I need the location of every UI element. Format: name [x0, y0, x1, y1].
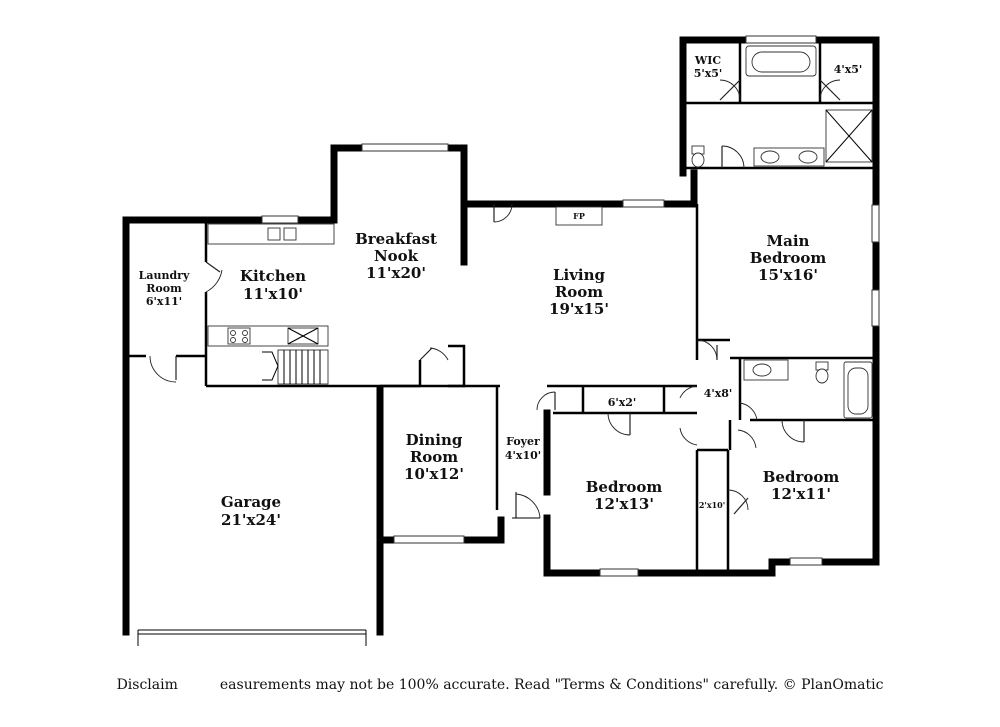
- room-labels: Laundry Room 6'x11' Kitchen 11'x10' Brea…: [139, 54, 863, 529]
- garage-door: [137, 629, 367, 646]
- dining-room-name-1: Dining: [406, 431, 463, 449]
- disclaimer-text-2: easurements may not be 100% accurate. Re…: [219, 677, 884, 693]
- breakfast-nook-size: 11'x20': [366, 264, 426, 282]
- wic-name: WIC: [694, 54, 721, 67]
- breakfast-nook-name-1: Breakfast: [355, 230, 437, 248]
- foyer-name: Foyer: [506, 435, 540, 448]
- kitchen-name: Kitchen: [240, 267, 306, 285]
- doors: [149, 79, 841, 519]
- closet-6x2-size: 6'x2': [608, 396, 637, 409]
- fireplace-label: FP: [573, 211, 585, 221]
- dining-room-size: 10'x12': [404, 465, 464, 483]
- garage-size: 21'x24': [221, 511, 281, 529]
- main-bedroom-name-1: Main: [767, 232, 810, 250]
- bedroom-b-size: 12'x11': [771, 485, 831, 503]
- bedroom-a-name: Bedroom: [586, 478, 663, 496]
- dining-room-name-2: Room: [410, 448, 458, 466]
- disclaimer: Disclaim easurements may not be 100% accu…: [0, 675, 1000, 695]
- foyer-size: 4'x10': [505, 449, 541, 462]
- wic-size: 5'x5': [694, 67, 723, 80]
- closet-4x5-size: 4'x5': [834, 63, 863, 76]
- kitchen-size: 11'x10': [243, 285, 303, 303]
- main-bedroom-size: 15'x16': [758, 266, 818, 284]
- garage-name: Garage: [221, 493, 281, 511]
- windows: [261, 35, 880, 577]
- living-room-name-2: Room: [555, 283, 603, 301]
- living-room-size: 19'x15': [549, 300, 609, 318]
- living-room-name-1: Living: [553, 266, 606, 284]
- laundry-room-name-2: Room: [146, 282, 182, 295]
- laundry-room-name-1: Laundry: [139, 269, 190, 282]
- interior-walls: [126, 40, 876, 573]
- hall-4x8-size: 4'x8': [704, 387, 733, 400]
- bedroom-a-size: 12'x13': [594, 495, 654, 513]
- exterior-walls: [122, 36, 880, 636]
- bedroom-b-name: Bedroom: [763, 468, 840, 486]
- closet-2x10-size: 2'x10': [699, 500, 725, 510]
- disclaimer-text-1: Disclaim: [116, 677, 178, 693]
- laundry-room-size: 6'x11': [146, 295, 182, 308]
- fixtures: [207, 45, 873, 419]
- breakfast-nook-name-2: Nook: [374, 247, 419, 265]
- main-bedroom-name-2: Bedroom: [750, 249, 827, 267]
- disclaimer-gap: [177, 675, 220, 695]
